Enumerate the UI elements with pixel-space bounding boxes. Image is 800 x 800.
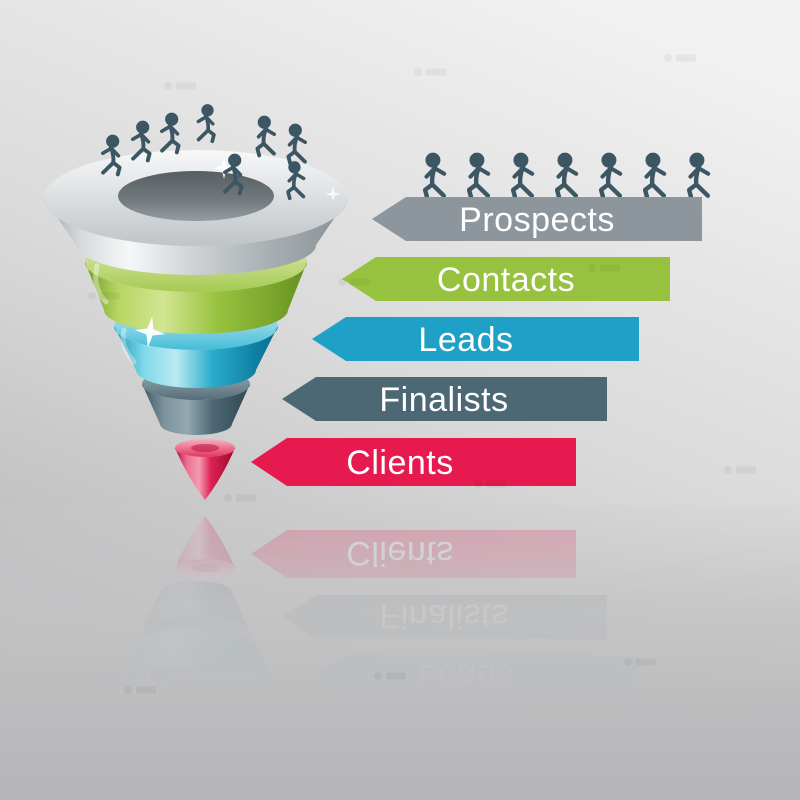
funnel-layer-clients bbox=[175, 439, 235, 500]
banner-label: Prospects bbox=[459, 201, 615, 239]
funnel-clients-inner bbox=[191, 444, 219, 452]
banner-label: Clients bbox=[346, 444, 453, 482]
reflection-fade-overlay bbox=[0, 505, 800, 800]
watermark-mark bbox=[124, 686, 156, 694]
banner-label: Finalists bbox=[379, 381, 508, 419]
funnel-contacts-side bbox=[85, 262, 307, 334]
banner-label: Contacts bbox=[437, 261, 575, 299]
watermark-mark bbox=[664, 54, 696, 62]
watermark-mark bbox=[624, 658, 656, 666]
watermark-mark bbox=[588, 264, 620, 272]
banner-shape bbox=[372, 197, 702, 241]
funnel-layer-prospects bbox=[44, 150, 348, 275]
gloss-highlight bbox=[93, 263, 109, 305]
funnel-clients-side bbox=[175, 448, 235, 500]
sparkle-icon bbox=[132, 314, 168, 350]
banner-stage-prospects: Prospects bbox=[372, 197, 702, 241]
funnel-finalists-side bbox=[142, 384, 250, 435]
funnel-hole bbox=[118, 171, 274, 221]
banner-stage-contacts: Contacts bbox=[342, 257, 670, 301]
banner-stage-leads: Leads bbox=[312, 317, 639, 361]
watermark-grid bbox=[88, 54, 756, 694]
watermark-mark bbox=[724, 466, 756, 474]
watermark-mark bbox=[164, 82, 196, 90]
banner-shape bbox=[251, 438, 576, 486]
watermark-mark bbox=[414, 68, 446, 76]
funnel-prospects-side bbox=[44, 198, 348, 275]
watermark-mark bbox=[224, 494, 256, 502]
sparkles bbox=[132, 156, 341, 350]
scene: Prospects Contacts Leads Finalists Clien… bbox=[44, 102, 708, 500]
sparkle-icon bbox=[212, 156, 236, 180]
banner-label: Leads bbox=[418, 321, 513, 359]
banner-shape bbox=[312, 317, 639, 361]
watermark-mark bbox=[88, 292, 120, 300]
watermark-mark bbox=[338, 278, 370, 286]
watermark-mark bbox=[474, 480, 506, 488]
watermark-mark bbox=[374, 672, 406, 680]
banner-stage-finalists: Finalists bbox=[282, 377, 607, 421]
banner-stage-clients: Clients bbox=[251, 438, 576, 486]
stage-banners: Prospects Contacts Leads Finalists Clien… bbox=[251, 197, 702, 486]
funnel-leads-side bbox=[114, 326, 278, 388]
banner-shape bbox=[342, 257, 670, 301]
gloss-highlight bbox=[120, 327, 137, 365]
banner-shape bbox=[282, 377, 607, 421]
funnel bbox=[44, 102, 348, 500]
